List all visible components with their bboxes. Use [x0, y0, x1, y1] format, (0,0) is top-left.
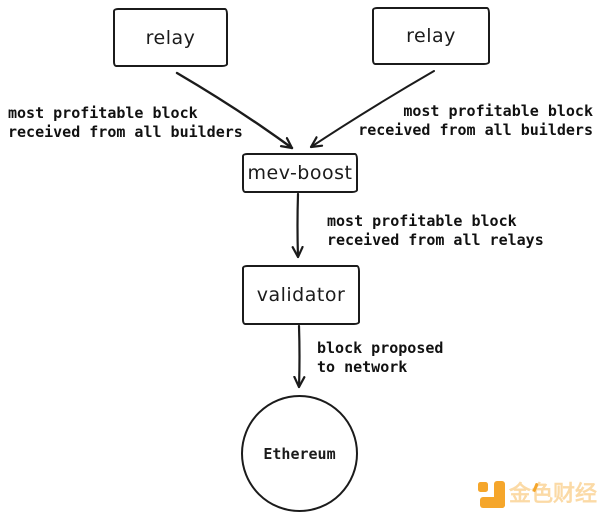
arrow-relay-left-to-mevboost — [175, 71, 294, 150]
node-ethereum-label: Ethereum — [263, 444, 336, 463]
arrow-validator-to-ethereum — [299, 324, 300, 389]
node-validator-label: validator — [256, 284, 346, 306]
edge-label-relays: most profitable block received from all … — [327, 212, 544, 250]
edge-label-left-builders: most profitable block received from all … — [8, 104, 243, 142]
edge-label-proposed: block proposed to network — [317, 339, 443, 377]
edge-label-line: most profitable block — [8, 104, 198, 122]
node-relay-left: relay — [113, 8, 228, 67]
node-relay-right: relay — [372, 7, 490, 65]
arrow-relay-right-to-mevboost — [311, 70, 435, 147]
node-mev-boost-label: mev-boost — [247, 162, 353, 184]
watermark-brand-text: 金色财经 — [509, 482, 598, 507]
node-relay-right-label: relay — [406, 25, 456, 47]
edge-label-line: received from all builders — [358, 121, 593, 139]
node-validator: validator — [242, 265, 360, 325]
watermark-jinse-finance: 金色财经 — [478, 481, 597, 508]
edge-label-line: received from all relays — [327, 231, 544, 249]
edge-label-line: most profitable block — [327, 212, 517, 230]
edge-label-line: block proposed — [317, 339, 444, 357]
edge-label-right-builders: most profitable block received from all … — [358, 102, 593, 140]
arrow-mevboost-to-validator — [298, 192, 299, 259]
edge-label-line: received from all builders — [8, 123, 243, 141]
node-ethereum: Ethereum — [241, 395, 358, 512]
node-mev-boost: mev-boost — [242, 153, 358, 193]
node-relay-left-label: relay — [145, 26, 196, 49]
edge-label-line: most profitable block — [403, 102, 593, 120]
jinse-logo-icon — [478, 481, 505, 508]
edge-label-line: to network — [317, 358, 408, 376]
